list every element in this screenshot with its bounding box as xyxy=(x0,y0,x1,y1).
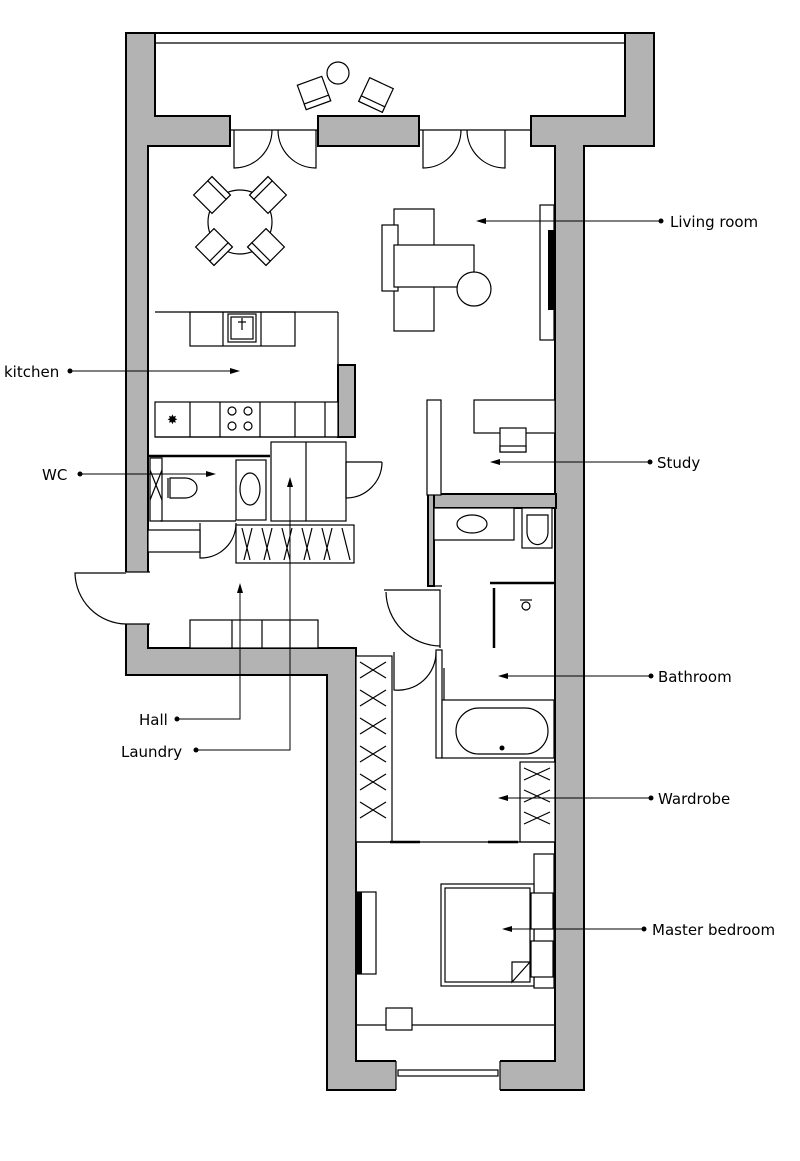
svg-text:✸: ✸ xyxy=(167,413,178,428)
wardrobe-furniture xyxy=(355,651,556,844)
room-labels: Living room kitchen WC Study Bathroom Ha… xyxy=(4,213,775,939)
label-hall: Hall xyxy=(139,711,168,729)
wc-laundry xyxy=(147,441,383,564)
label-wc: WC xyxy=(42,466,67,484)
balcony-wall-center xyxy=(317,115,420,147)
upper-outer-wall xyxy=(125,32,655,1091)
walls xyxy=(122,32,655,1092)
label-living-room: Living room xyxy=(670,213,758,231)
label-master-bedroom: Master bedroom xyxy=(652,921,775,939)
balcony-furniture xyxy=(155,42,625,114)
dining-set xyxy=(192,175,288,267)
bath-toilet xyxy=(526,514,549,546)
balcony-table xyxy=(326,61,350,85)
kitchen-furniture: ✸ xyxy=(154,311,348,438)
living-furniture xyxy=(381,208,492,332)
label-laundry: Laundry xyxy=(121,743,182,761)
wc-sink xyxy=(239,472,261,506)
bathroom-furniture xyxy=(384,507,555,759)
hall-furniture xyxy=(74,572,319,649)
side-table xyxy=(456,271,492,307)
wc-toilet xyxy=(169,477,198,499)
laundry-machines xyxy=(270,441,347,522)
hall-cabinet xyxy=(189,619,319,649)
leader-lines xyxy=(67,218,664,932)
label-study: Study xyxy=(657,454,700,472)
cooktop-burner xyxy=(227,406,237,416)
bedroom-furniture xyxy=(355,853,555,1031)
bathtub xyxy=(455,707,549,755)
bedroom-chair xyxy=(385,1007,413,1031)
label-wardrobe: Wardrobe xyxy=(658,790,730,808)
label-bathroom: Bathroom xyxy=(658,668,732,686)
bath-sink xyxy=(456,514,488,534)
label-kitchen: kitchen xyxy=(4,363,59,381)
balcony-doors xyxy=(230,129,531,169)
laundry-shelving xyxy=(235,524,355,564)
wardrobe-left xyxy=(355,655,393,843)
study-furniture xyxy=(473,399,556,453)
